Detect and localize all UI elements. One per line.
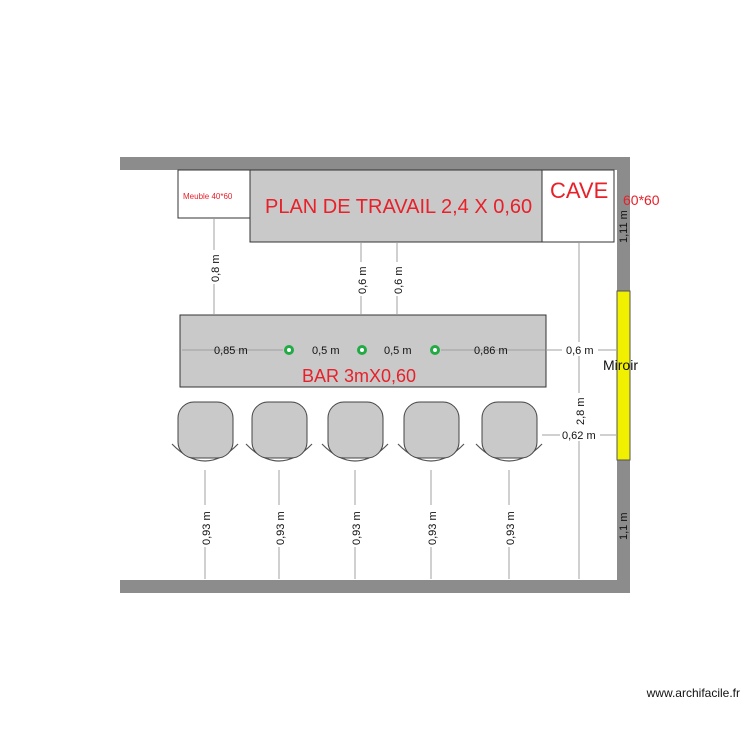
dim-bar-left: 0,85 m <box>214 345 248 357</box>
cave <box>541 169 615 243</box>
cave-label: CAVE <box>550 178 608 203</box>
miroir-label: Miroir <box>603 357 638 373</box>
miroir <box>616 290 631 461</box>
dim-plan-to-bar-2: 0,6 m <box>393 266 405 294</box>
dim-bar-to-wall: 0,6 m <box>566 345 594 357</box>
stool-5 <box>475 401 543 462</box>
dim-stool-5: 0,93 m <box>505 511 517 545</box>
wall-top <box>120 157 630 170</box>
dim-bar-mid-1: 0,5 m <box>312 345 340 357</box>
dim-stool-2: 0,93 m <box>275 511 287 545</box>
watermark: www.archifacile.fr <box>646 686 740 700</box>
dim-right-top: 1,11 m <box>618 210 630 243</box>
dim-stool-4: 0,93 m <box>427 511 439 545</box>
cave-size-label: 60*60 <box>623 192 660 208</box>
dim-cave-to-wall: 2,8 m <box>575 397 587 425</box>
wall-right-lower <box>617 460 630 593</box>
dim-bar-right: 0,86 m <box>474 345 508 357</box>
stool-2 <box>245 401 313 462</box>
meuble-label: Meuble 40*60 <box>183 192 233 201</box>
stool-3 <box>321 401 389 462</box>
marker-icon <box>357 345 367 355</box>
meuble <box>177 169 251 219</box>
wall-right-upper <box>617 157 630 291</box>
dim-bar-mid-2: 0,5 m <box>384 345 412 357</box>
stool-4 <box>397 401 465 462</box>
stool-1 <box>171 401 239 462</box>
dim-stool-3: 0,93 m <box>351 511 363 545</box>
marker-icon <box>284 345 294 355</box>
dim-stool-1: 0,93 m <box>201 511 213 545</box>
dim-stool-to-miroir: 0,62 m <box>562 430 596 442</box>
bar-label: BAR 3mX0,60 <box>302 366 416 386</box>
dim-right-bottom: 1,1 m <box>618 512 630 540</box>
plan-de-travail-label: PLAN DE TRAVAIL 2,4 X 0,60 <box>265 196 532 218</box>
wall-bottom <box>120 580 630 593</box>
dim-meuble-to-bar: 0,8 m <box>210 254 222 282</box>
dim-plan-to-bar-1: 0,6 m <box>357 266 369 294</box>
marker-icon <box>430 345 440 355</box>
